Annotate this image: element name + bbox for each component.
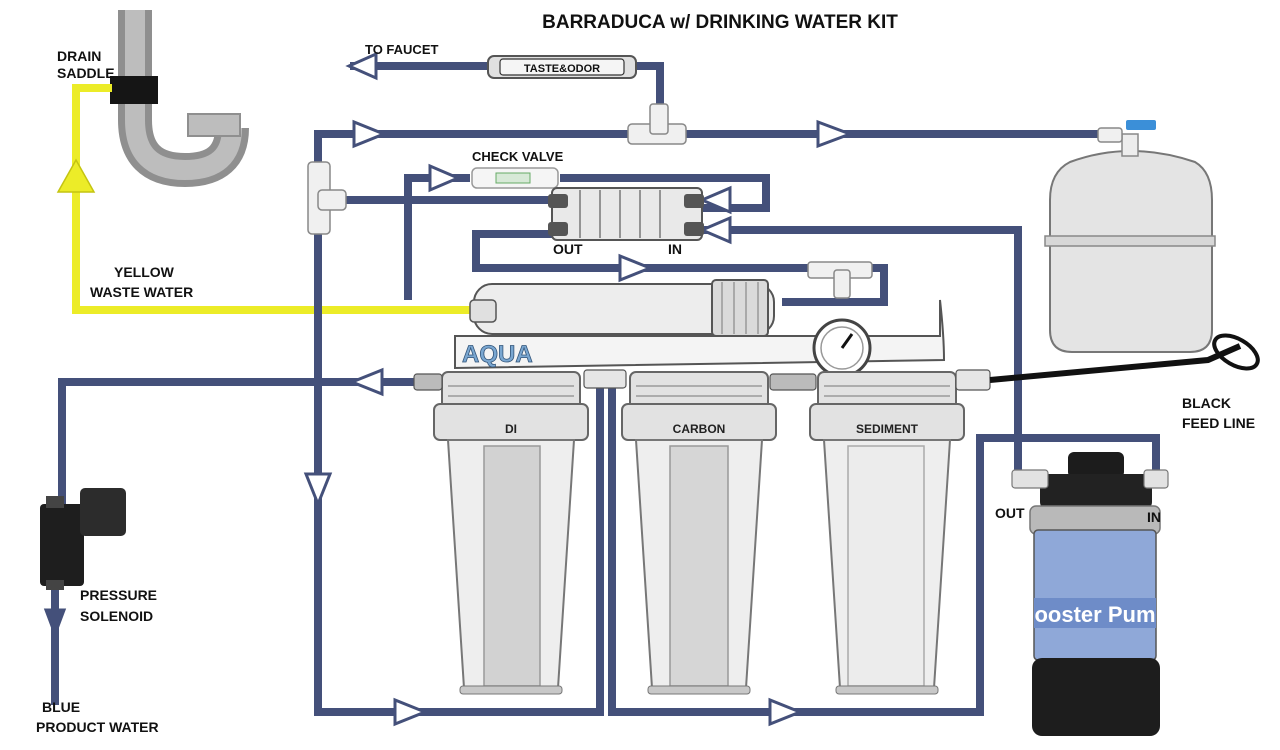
pump-out-label: OUT [995, 505, 1025, 521]
booster-pump-label: ooster Pum [1034, 602, 1155, 627]
blue-label-2: PRODUCT WATER [36, 719, 159, 735]
drain-saddle-label-2: SADDLE [57, 65, 115, 81]
manifold-block [548, 187, 704, 241]
pressure-gauge [812, 318, 872, 378]
booster-pump [1011, 452, 1169, 736]
tee-fittings [307, 103, 873, 299]
black-label-1: BLACK [1182, 395, 1231, 411]
feed-saddle-ring [1212, 333, 1260, 371]
check-valve-label: CHECK VALVE [472, 149, 564, 164]
check-valve [471, 167, 559, 189]
blue-label-1: BLUE [42, 699, 80, 715]
pump-in-label: IN [1147, 509, 1161, 525]
canister-connectors [413, 369, 991, 391]
pressure-solenoid [40, 488, 126, 590]
yellow-label-1: YELLOW [114, 264, 175, 280]
flow-arrows [43, 51, 855, 727]
membrane-housing [469, 279, 775, 337]
filter-label-di: DI [505, 422, 517, 436]
diagram-title: BARRADUCA w/ DRINKING WATER KIT [542, 12, 898, 33]
yellow-waste-line [72, 84, 470, 314]
membrane-out-label: OUT [553, 241, 583, 257]
filter-canister-di [433, 371, 589, 695]
pressure-label-1: PRESSURE [80, 587, 157, 603]
pressure-label-2: SOLENOID [80, 608, 153, 624]
filter-canister-carbon [621, 371, 777, 695]
filter-label-carbon: CARBON [673, 422, 726, 436]
pressure-tank [1044, 120, 1216, 353]
to-faucet-label: TO FAUCET [365, 42, 438, 57]
drain-pipe [118, 10, 249, 188]
aqua-logo: AQUA [462, 341, 533, 368]
black-feed-line [989, 343, 1242, 383]
product-tubing [51, 62, 1160, 716]
yellow-label-2: WASTE WATER [90, 284, 193, 300]
filter-canister-sediment [809, 371, 965, 695]
filter-label-sediment: SEDIMENT [856, 422, 919, 436]
drain-saddle-clamp [110, 76, 158, 104]
membrane-in-label: IN [668, 241, 682, 257]
taste-odor-label: TASTE&ODOR [524, 63, 600, 75]
black-label-2: FEED LINE [1182, 415, 1255, 431]
waste-flow-arrow-up [56, 158, 96, 193]
taste-odor-filter [487, 55, 637, 79]
drain-saddle-label-1: DRAIN [57, 48, 101, 64]
